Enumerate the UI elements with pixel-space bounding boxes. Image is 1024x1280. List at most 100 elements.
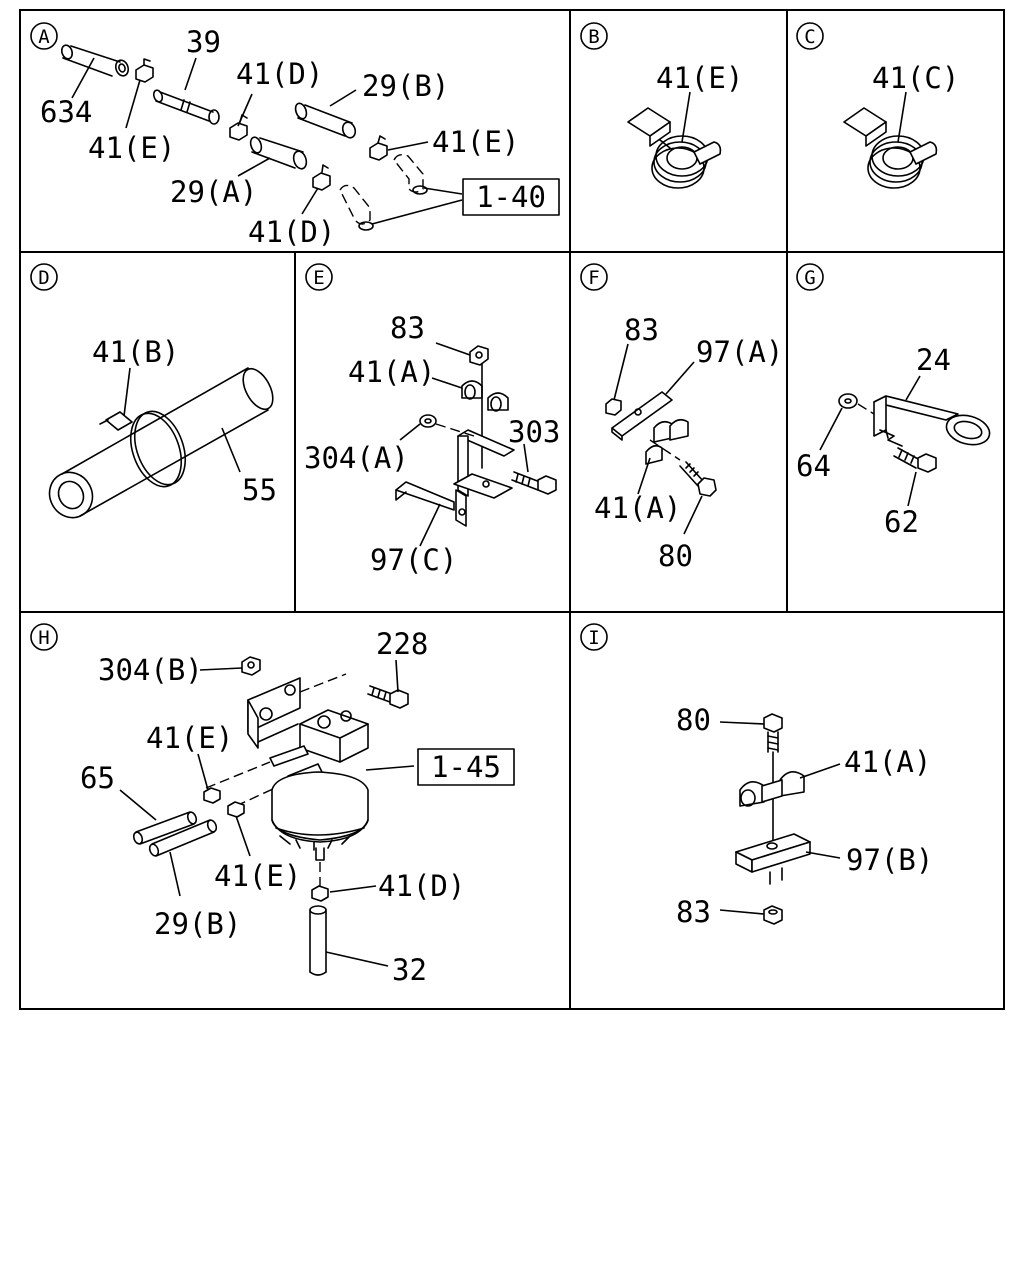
label-41b: 41(B) xyxy=(92,335,179,369)
label-304b: 304(B) xyxy=(98,653,203,687)
label-41e-a1: 41(E) xyxy=(88,131,175,165)
svg-text:I: I xyxy=(588,627,599,649)
panel-b: 41(E) xyxy=(627,61,743,189)
fuel-filter-drawing xyxy=(205,677,369,861)
svg-text:D: D xyxy=(38,267,49,289)
label-24: 24 xyxy=(916,343,951,377)
fitting-ghost-drawing xyxy=(339,153,428,231)
label-41c: 41(C) xyxy=(872,61,959,95)
pipe-39-drawing xyxy=(152,89,220,125)
label-41e-h1: 41(E) xyxy=(146,721,233,755)
label-29b-h: 29(B) xyxy=(154,907,241,941)
label-80-f: 80 xyxy=(658,539,693,573)
clip-41d-lower-drawing xyxy=(312,164,331,191)
nut-304b-drawing xyxy=(241,656,261,676)
panel-c: 41(C) xyxy=(843,61,959,189)
clip-41e-h2-drawing xyxy=(227,801,245,818)
svg-text:H: H xyxy=(38,627,49,649)
clip-41d-drawing xyxy=(229,114,248,141)
nut-83-i-drawing xyxy=(763,905,783,925)
label-228: 228 xyxy=(376,627,428,661)
label-39: 39 xyxy=(186,25,221,59)
washer-64-drawing xyxy=(838,393,858,409)
hose-32-drawing xyxy=(309,905,327,976)
svg-text:A: A xyxy=(38,26,50,48)
label-29a: 29(A) xyxy=(170,175,257,209)
svg-text:1-45: 1-45 xyxy=(431,750,501,784)
clip-41e-h1-drawing xyxy=(203,787,221,804)
panel-i-marker: I xyxy=(580,623,608,651)
panel-grid xyxy=(19,9,1005,1010)
panel-f: 83 97(A) 41(A) 80 xyxy=(594,313,783,573)
panel-h: 304(B) 228 41(E) 65 41(E) 29(B) 41(D) 32… xyxy=(80,627,515,987)
clip-41a-e-drawing xyxy=(461,380,509,412)
hose-29b-h-drawing xyxy=(148,819,218,857)
hose-65-drawing xyxy=(132,811,198,845)
panel-a: 634 41(E) 39 41(D) 29(A) 41(D) 29(B) 41(… xyxy=(40,25,560,249)
clamp-41c-drawing xyxy=(843,107,938,189)
clip-41a-i-drawing xyxy=(739,771,805,807)
bolt-80-f-drawing xyxy=(679,461,717,497)
panel-e-marker: E xyxy=(305,263,333,291)
svg-text:F: F xyxy=(588,267,599,289)
clip-41d-h-drawing xyxy=(311,885,329,902)
plate-97a-drawing xyxy=(611,391,673,441)
label-83-f: 83 xyxy=(624,313,659,347)
label-41e-h2: 41(E) xyxy=(214,859,301,893)
label-97b: 97(B) xyxy=(846,843,933,877)
panel-c-marker: C xyxy=(796,22,824,50)
panel-a-marker: A xyxy=(30,22,58,50)
label-83-i: 83 xyxy=(676,895,711,929)
label-41a-i: 41(A) xyxy=(844,745,931,779)
label-80-i: 80 xyxy=(676,703,711,737)
label-303: 303 xyxy=(508,415,560,449)
label-304a: 304(A) xyxy=(304,441,409,475)
bracket-24-drawing xyxy=(873,395,991,447)
label-41a-e: 41(A) xyxy=(348,355,435,389)
nut-83-e-drawing xyxy=(469,345,489,366)
clip-41e-right-drawing xyxy=(369,135,388,161)
bolt-80-i-drawing xyxy=(763,713,783,753)
svg-text:G: G xyxy=(804,267,815,289)
bracket-97c-drawing xyxy=(395,429,515,527)
label-55: 55 xyxy=(242,473,277,507)
label-97c: 97(C) xyxy=(370,543,457,577)
panel-g-marker: G xyxy=(796,263,824,291)
label-41d-h: 41(D) xyxy=(378,869,465,903)
bracket-97b-drawing xyxy=(735,833,811,885)
ref-box-1-40: 1-40 xyxy=(462,178,560,216)
panel-d-marker: D xyxy=(30,263,58,291)
label-41e-b: 41(E) xyxy=(656,61,743,95)
bolt-303-drawing xyxy=(511,471,557,495)
label-41d-a2: 41(D) xyxy=(248,215,335,249)
bolt-62-drawing xyxy=(893,447,937,473)
label-29b-a: 29(B) xyxy=(362,69,449,103)
bolt-228-drawing xyxy=(367,685,409,709)
nut-83-f-drawing xyxy=(605,398,622,416)
panel-a-leaders xyxy=(71,57,463,225)
panel-b-marker: B xyxy=(580,22,608,50)
label-41e-a2: 41(E) xyxy=(432,125,519,159)
panel-h-leaders xyxy=(119,659,415,967)
clip-41e-drawing xyxy=(135,58,154,83)
hose-634-drawing xyxy=(60,44,130,77)
panel-e: 83 41(A) 304(A) 303 97(C) xyxy=(304,311,560,577)
clamp-41e-large-drawing xyxy=(627,107,722,189)
svg-text:C: C xyxy=(804,26,815,48)
hose-29b-drawing xyxy=(294,102,357,139)
panel-i: 80 41(A) 97(B) 83 xyxy=(676,703,933,929)
panel-g: 24 64 62 xyxy=(796,343,991,539)
panel-d: 41(B) 55 xyxy=(48,335,277,519)
pipe-55-drawing xyxy=(48,367,274,519)
label-62: 62 xyxy=(884,505,919,539)
hose-29a-drawing xyxy=(249,136,308,170)
label-32: 32 xyxy=(392,953,427,987)
label-41d-a1: 41(D) xyxy=(236,57,323,91)
label-64: 64 xyxy=(796,449,831,483)
band-clamp-41b-drawing xyxy=(99,410,187,488)
washer-304a-drawing xyxy=(419,414,437,428)
label-83-e: 83 xyxy=(390,311,425,345)
panel-f-marker: F xyxy=(580,263,608,291)
label-65: 65 xyxy=(80,761,115,795)
